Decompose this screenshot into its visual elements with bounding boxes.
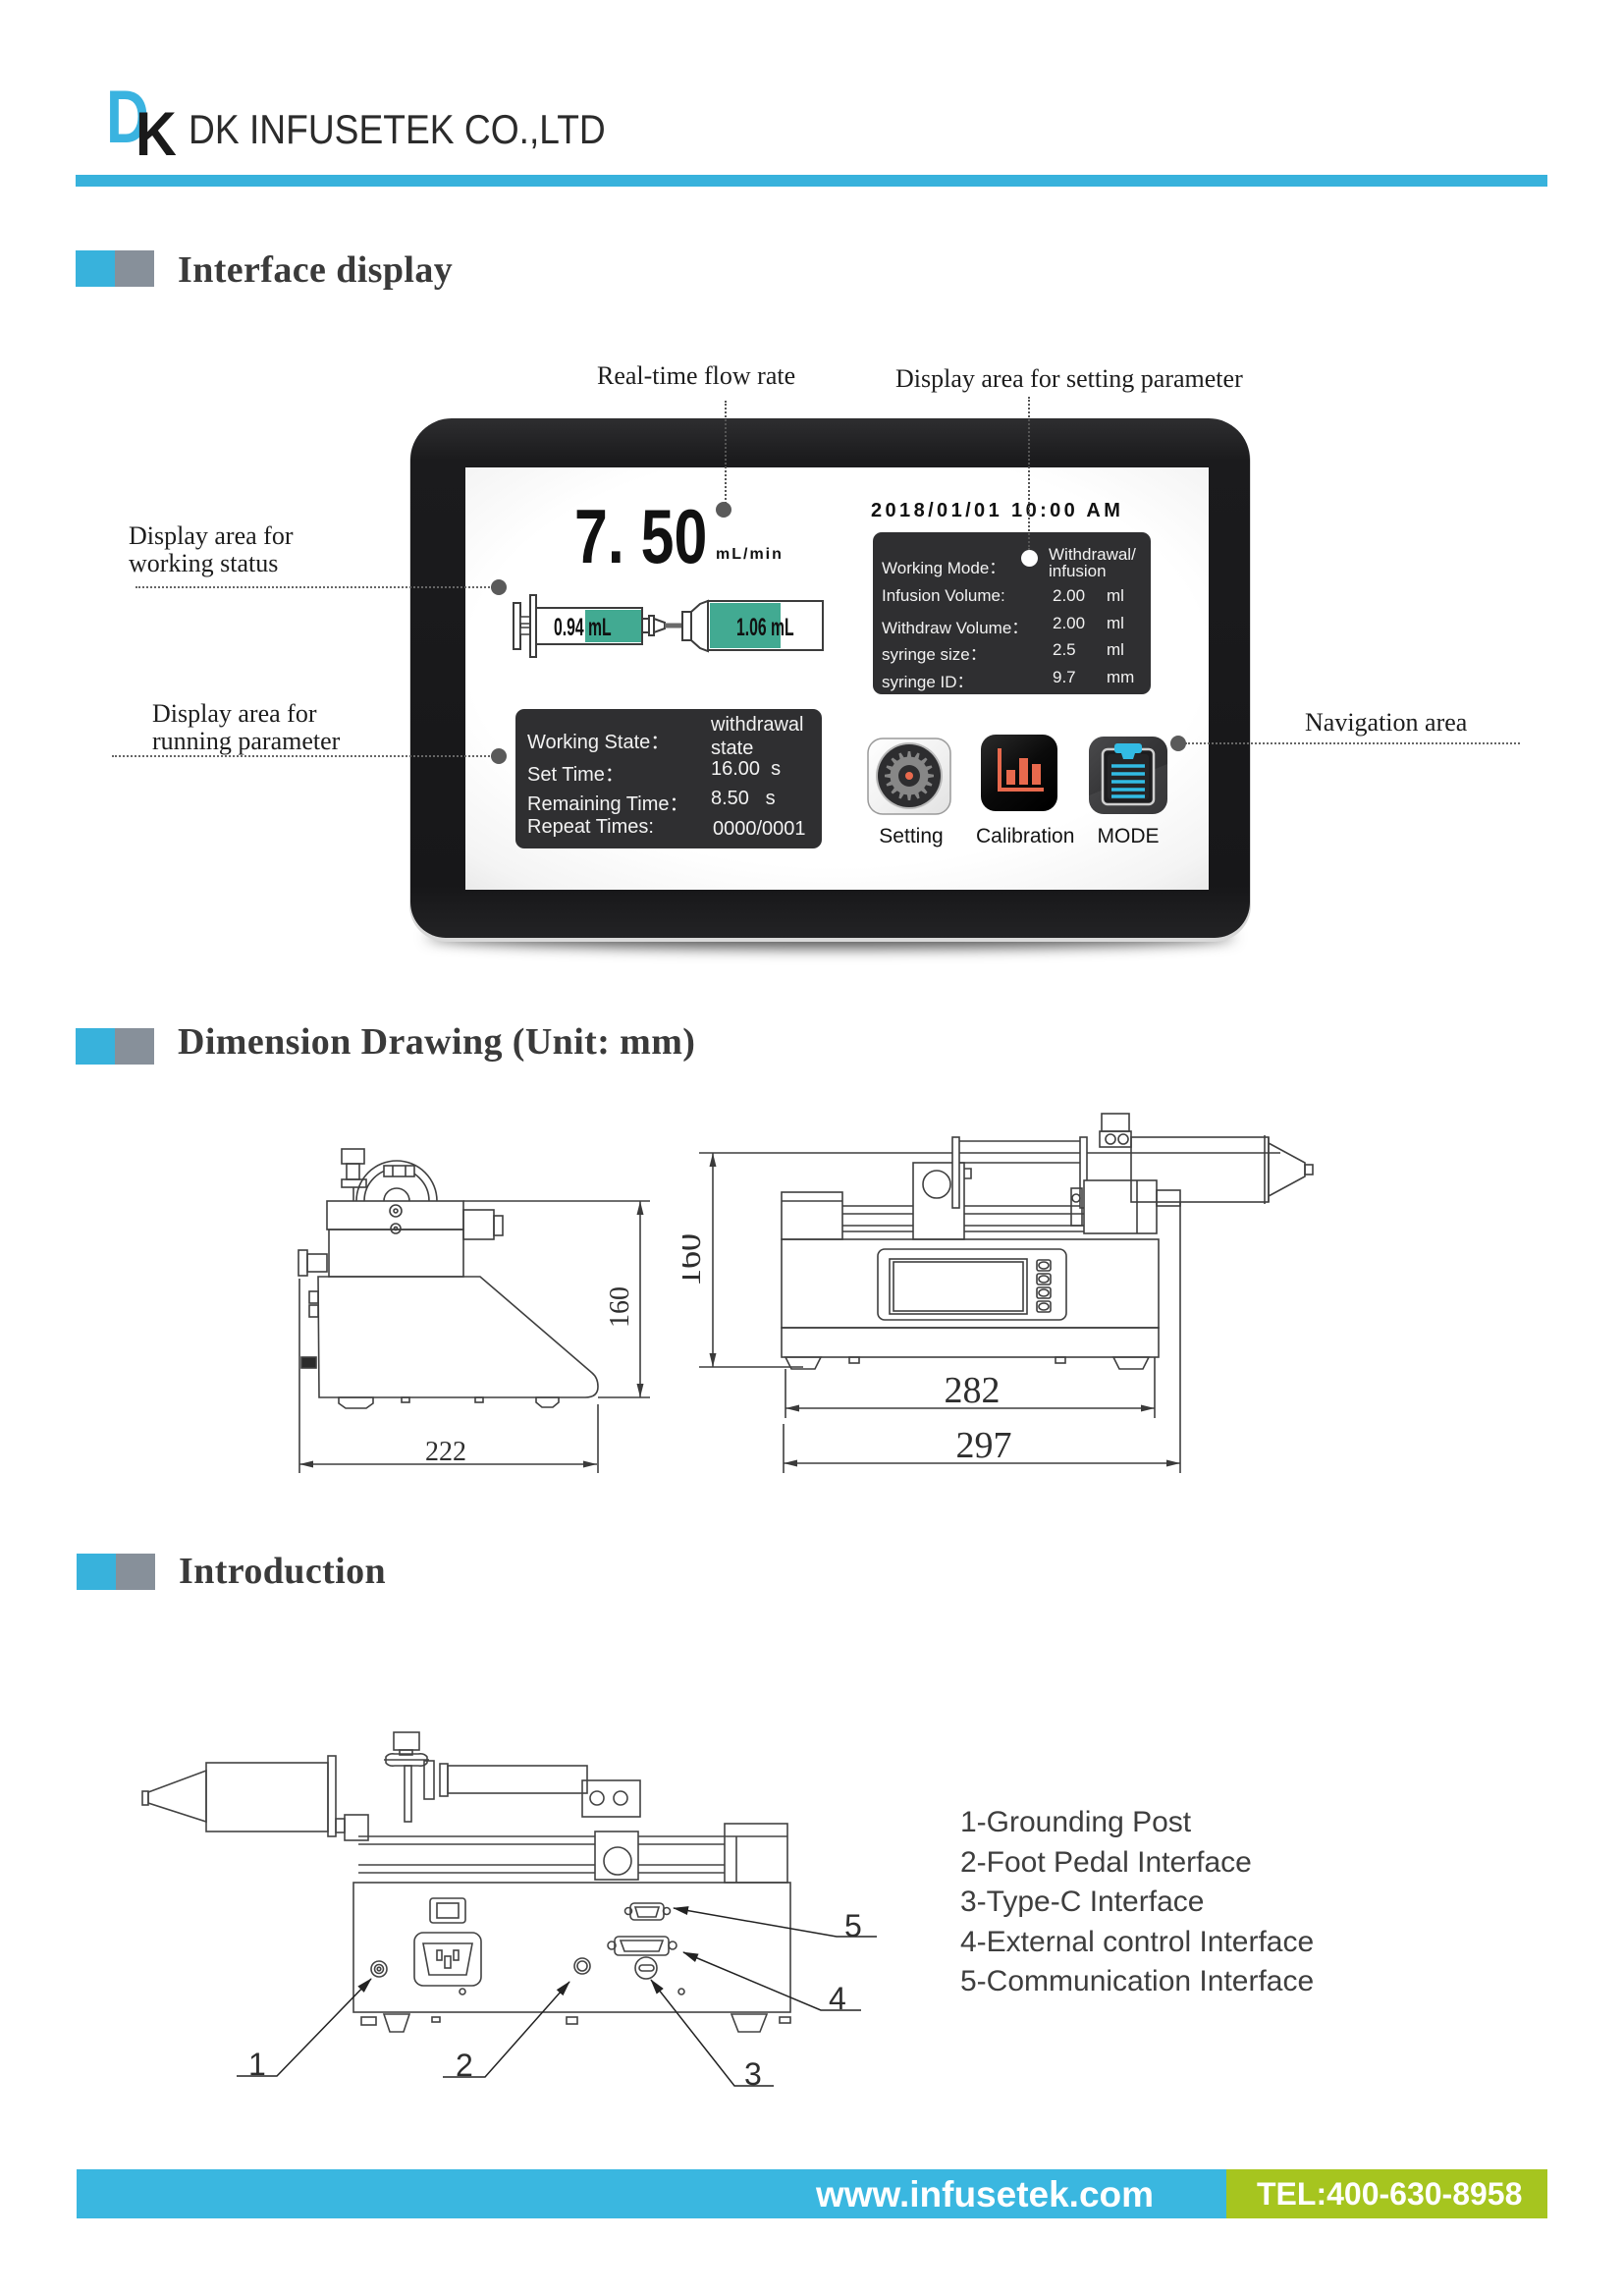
svg-text:282: 282 xyxy=(945,1370,1001,1411)
svg-text:160: 160 xyxy=(682,1233,708,1286)
svg-text:0.94 mL: 0.94 mL xyxy=(554,614,612,641)
svg-text:297: 297 xyxy=(956,1425,1012,1466)
svg-text:2: 2 xyxy=(456,2048,473,2083)
svg-text:222: 222 xyxy=(425,1437,466,1467)
svg-text:1: 1 xyxy=(248,2047,266,2082)
svg-text:5: 5 xyxy=(844,1908,862,1943)
svg-text:1.06 mL: 1.06 mL xyxy=(736,614,794,641)
svg-text:3: 3 xyxy=(744,2056,762,2092)
svg-text:160: 160 xyxy=(605,1286,635,1328)
svg-text:4: 4 xyxy=(829,1981,846,2016)
